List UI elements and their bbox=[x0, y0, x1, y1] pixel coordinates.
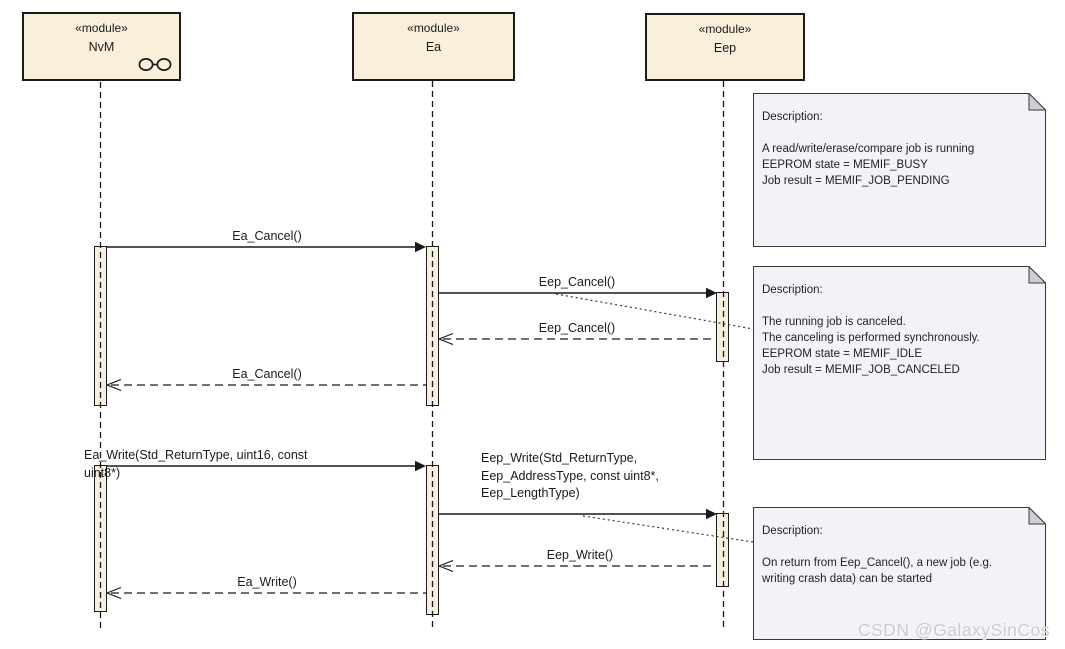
arrow-eep-write-return bbox=[438, 559, 717, 573]
module-ea-name: Ea bbox=[425, 40, 442, 54]
message-label-line: uint8*) bbox=[84, 465, 121, 480]
note-shape bbox=[753, 93, 1046, 247]
note-line: Job result = MEMIF_JOB_PENDING bbox=[762, 175, 950, 187]
linked-circles-icon bbox=[138, 58, 172, 71]
message-label-eep-cancel-return: Eep_Cancel() bbox=[538, 321, 616, 335]
note-line: On return from Eep_Cancel(), a new job (… bbox=[762, 557, 993, 569]
note-shape bbox=[753, 507, 1046, 640]
watermark: CSDN @GalaxySinCos bbox=[858, 620, 1051, 640]
module-ea: «module» Ea bbox=[352, 12, 515, 81]
note-line: The canceling is performed synchronously… bbox=[762, 332, 980, 344]
arrow-ea-write-return bbox=[106, 586, 426, 600]
message-label-line: Ea_Write(Std_ReturnType, uint16, const bbox=[84, 448, 308, 462]
activation-bar-nvm-2 bbox=[94, 465, 107, 612]
arrow-eep-write-call bbox=[439, 508, 717, 520]
note-line: Description: bbox=[762, 111, 823, 123]
arrow-ea-cancel-return bbox=[106, 378, 426, 392]
note-new-job: Description: On return from Eep_Cancel()… bbox=[753, 507, 1046, 640]
note-line bbox=[762, 298, 1034, 314]
module-ea-stereotype: «module» bbox=[407, 21, 460, 35]
arrow-eep-cancel-return bbox=[438, 332, 717, 346]
message-label-eep-write-call: Eep_Write(Std_ReturnType, Eep_AddressTyp… bbox=[481, 450, 659, 503]
note-job-running: Description: A read/write/erase/compare … bbox=[753, 93, 1046, 247]
note-text: Description: On return from Eep_Cancel()… bbox=[762, 523, 1034, 587]
message-label-ea-write-return: Ea_Write() bbox=[237, 575, 297, 589]
message-label-eep-cancel-call: Eep_Cancel() bbox=[538, 275, 616, 289]
activation-bar-nvm-1 bbox=[94, 246, 107, 406]
arrow-eep-cancel-call bbox=[439, 287, 717, 299]
module-eep-stereotype: «module» bbox=[698, 22, 752, 36]
note-line: EEPROM state = MEMIF_IDLE bbox=[762, 348, 923, 360]
note-text: Description: A read/write/erase/compare … bbox=[762, 109, 1034, 189]
activation-bar-ea-1 bbox=[426, 246, 439, 406]
note-line: EEPROM state = MEMIF_BUSY bbox=[762, 159, 928, 171]
note-text: Description: The running job is canceled… bbox=[762, 282, 1034, 378]
activation-bar-eep-2 bbox=[716, 513, 729, 587]
note-line: A read/write/erase/compare job is runnin… bbox=[762, 143, 975, 155]
message-label-line: Eep_LengthType) bbox=[481, 486, 580, 500]
message-label-line: Eep_Write(Std_ReturnType, bbox=[481, 451, 638, 465]
message-label-ea-cancel-return: Ea_Cancel() bbox=[232, 367, 302, 381]
note-line: Description: bbox=[762, 284, 823, 296]
note-line: Description: bbox=[762, 525, 823, 537]
note-line bbox=[762, 539, 1034, 555]
note-shape bbox=[753, 266, 1046, 460]
message-label-line: Eep_AddressType, const uint8*, bbox=[481, 468, 659, 483]
module-nvm-stereotype: «module» bbox=[75, 21, 128, 35]
message-label-eep-write-return: Eep_Write() bbox=[546, 548, 614, 562]
module-eep: «module» Eep bbox=[645, 13, 805, 81]
note-line bbox=[762, 125, 1034, 141]
note-job-canceled: Description: The running job is canceled… bbox=[753, 266, 1046, 460]
note-line: Job result = MEMIF_JOB_CANCELED bbox=[762, 364, 960, 376]
activation-bar-ea-2 bbox=[426, 465, 439, 615]
module-nvm: «module» NvM bbox=[22, 12, 181, 81]
activation-bar-eep-1 bbox=[716, 292, 729, 362]
message-label-ea-cancel-call: Ea_Cancel() bbox=[232, 229, 302, 243]
note-line: The running job is canceled. bbox=[762, 316, 906, 328]
module-nvm-name: NvM bbox=[88, 40, 115, 54]
arrow-ea-cancel-call bbox=[107, 241, 426, 253]
note-line: writing crash data) can be started bbox=[762, 573, 933, 585]
message-label-ea-write-call: Ea_Write(Std_ReturnType, uint16, const u… bbox=[84, 447, 308, 482]
module-eep-name: Eep bbox=[713, 41, 737, 55]
